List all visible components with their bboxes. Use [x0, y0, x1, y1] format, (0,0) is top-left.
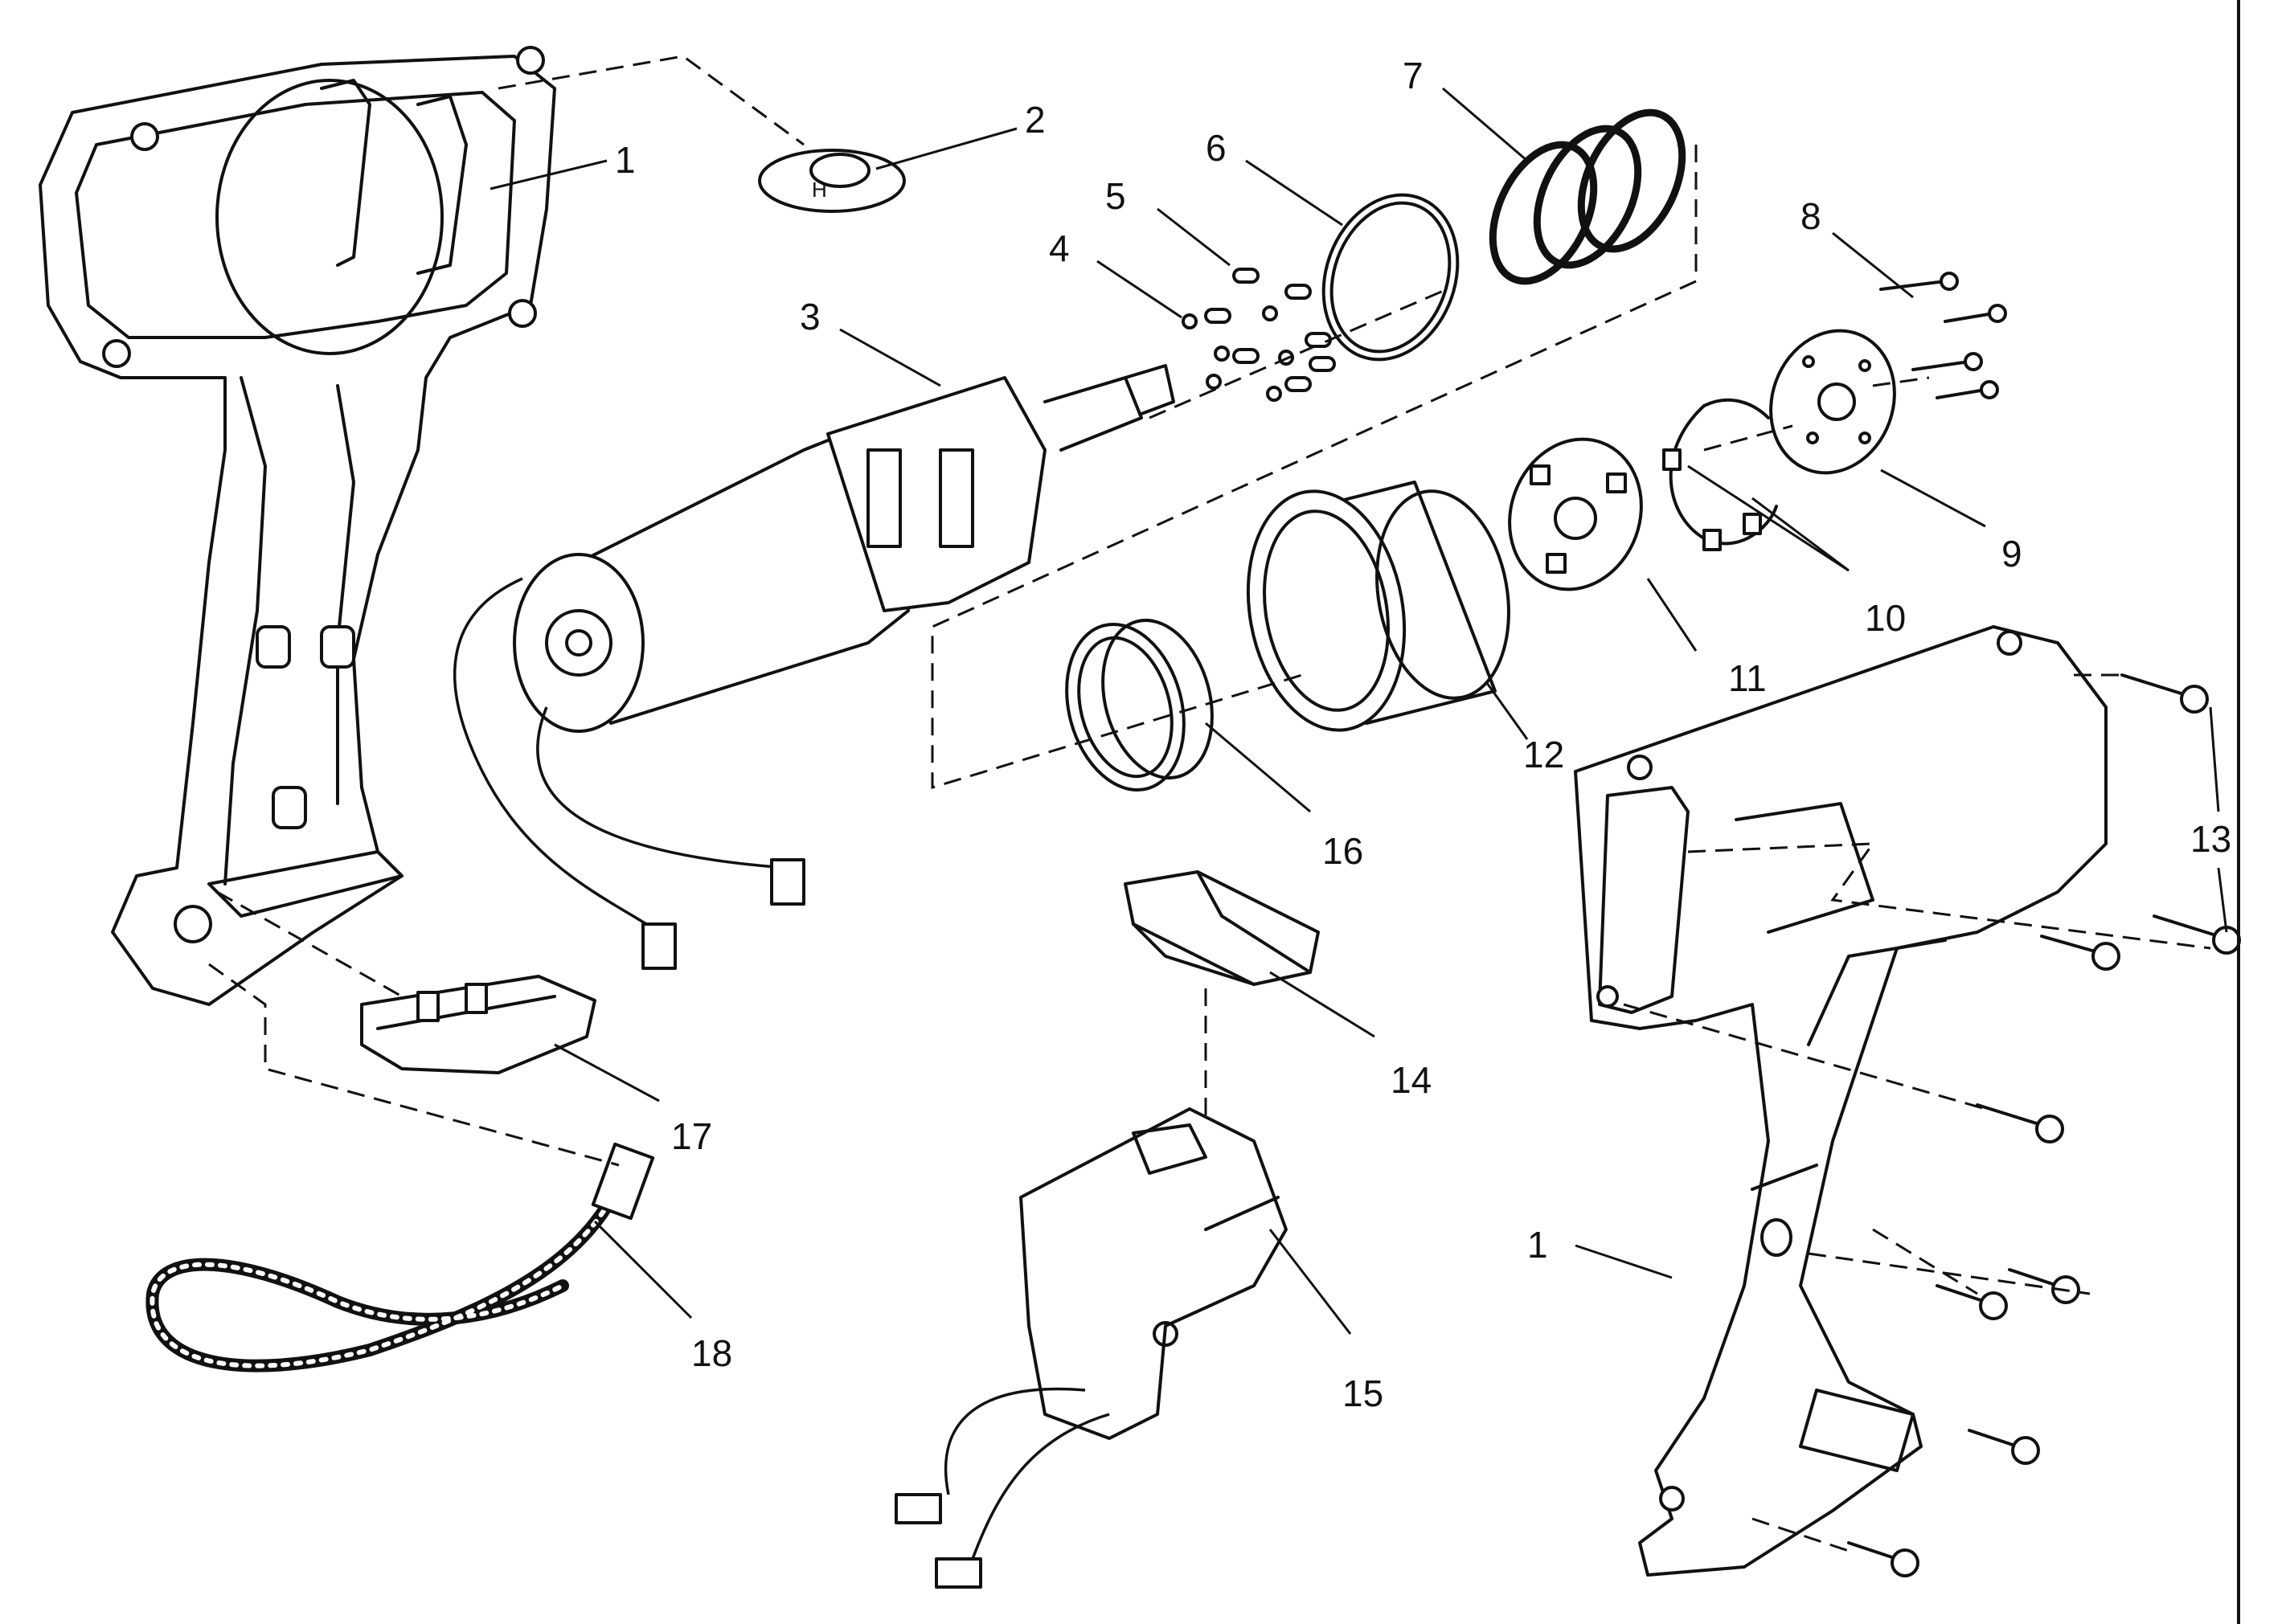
callout-3: 3 [800, 296, 821, 337]
callout-1-right: 1 [1527, 1224, 1548, 1266]
retaining-ring [1662, 398, 1778, 551]
callout-17: 17 [671, 1115, 712, 1157]
adjusting-plate [1769, 329, 1896, 475]
forward-reverse-button [1124, 870, 1320, 986]
callout-14: 14 [1391, 1059, 1432, 1101]
callout-2: 2 [1025, 99, 1046, 141]
callout-8: 8 [1800, 195, 1821, 237]
callout-6: 6 [1206, 127, 1227, 169]
assembly-dashed-lines [208, 55, 2211, 1552]
housing-half-left [39, 46, 556, 1006]
callout-5: 5 [1105, 175, 1126, 217]
callout-1-left: 1 [615, 139, 636, 181]
callout-11: 11 [1728, 657, 1767, 699]
callout-13: 13 [2190, 818, 2231, 860]
trigger-switch [895, 1107, 1288, 1589]
plate-screws [1879, 272, 2007, 399]
callout-9: 9 [2001, 533, 2022, 575]
callout-16: 16 [1322, 830, 1363, 872]
steel-balls [1182, 305, 1294, 402]
direction-switch-plate: H [758, 149, 906, 213]
callout-15: 15 [1342, 1372, 1383, 1414]
callout-4: 4 [1049, 227, 1070, 269]
pins [1204, 268, 1336, 392]
clutch-plate [1508, 437, 1643, 591]
ring-washer [1321, 193, 1460, 362]
wrist-strap [145, 1142, 655, 1372]
callout-18: 18 [691, 1332, 732, 1374]
callout-7: 7 [1403, 55, 1424, 96]
callout-12: 12 [1523, 734, 1564, 775]
motor-wire-leads [453, 577, 805, 970]
circuit-board [360, 975, 596, 1074]
clutch-collar [1246, 481, 1510, 732]
motor-assembly [513, 364, 1175, 733]
switch-plate-marking: H [812, 178, 827, 202]
ring-gear [1065, 618, 1214, 792]
leader-lines [490, 87, 2228, 1335]
callout-10: 10 [1865, 597, 1906, 639]
callout-labels: 1 2 3 4 5 6 7 8 9 10 11 12 13 14 15 16 1… [615, 55, 2231, 1414]
clutch-spring [1489, 108, 1686, 285]
housing-half-right [1574, 625, 2108, 1577]
